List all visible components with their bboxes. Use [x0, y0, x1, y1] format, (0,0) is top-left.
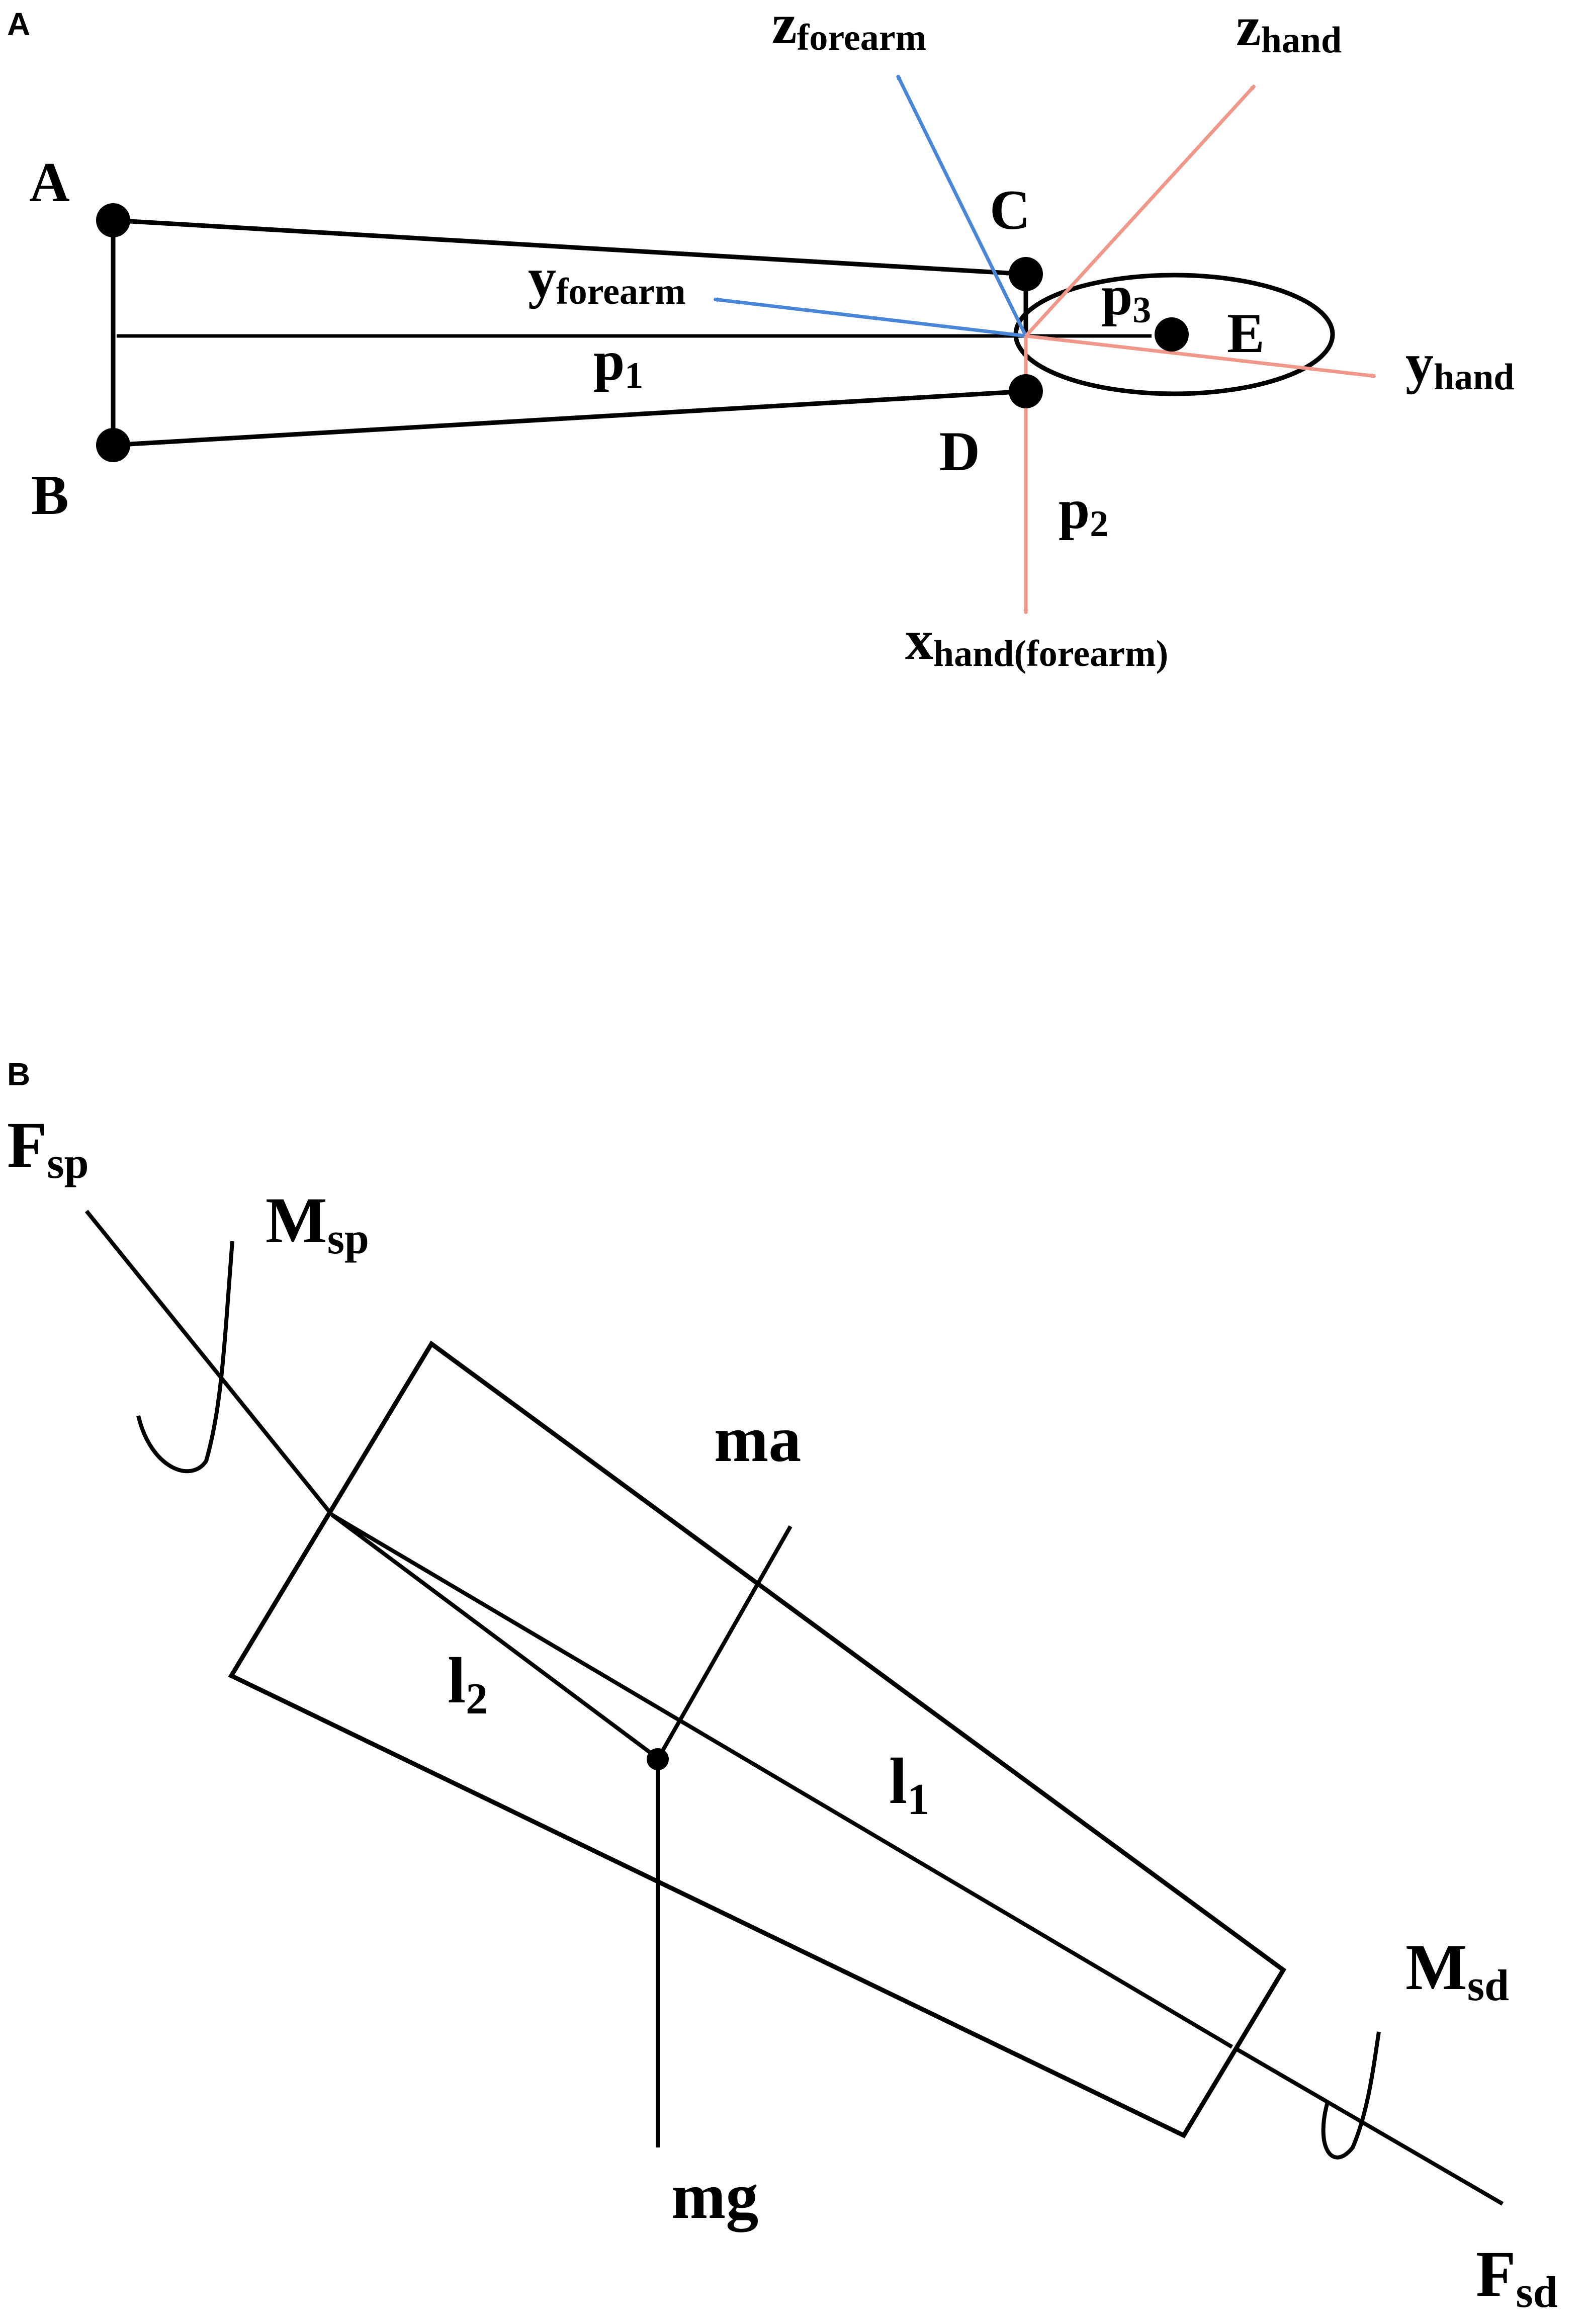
y-forearm-label: yforearm	[528, 247, 685, 312]
ma-label: ma	[714, 1403, 801, 1476]
z-hand-axis-arrow	[1024, 84, 1256, 337]
z-hand-label: zhand	[1236, 0, 1342, 61]
point-b-label: B	[31, 464, 69, 527]
forearm-outline	[111, 218, 1028, 448]
l2-label: l2	[448, 1645, 488, 1724]
fsp-force-arrow	[84, 1210, 334, 1516]
point-d-label: D	[939, 420, 980, 483]
panel-b-tag: B	[7, 1056, 30, 1092]
l2-vector-arrow	[330, 1513, 655, 1757]
mg-label: mg	[671, 2160, 758, 2232]
lower-edge-line	[113, 389, 1026, 448]
msd-label: Msd	[1405, 1931, 1509, 2010]
y-hand-label: yhand	[1405, 332, 1514, 398]
msd-moment-arrow	[1321, 2031, 1381, 2160]
point-d-dot	[1009, 374, 1043, 408]
fsd-label: Fsd	[1476, 2238, 1558, 2317]
panel-b: B Fsp Msp ma l2 l1 mg Msd Fsd	[7, 1056, 1558, 2317]
fsp-label: Fsp	[7, 1109, 89, 1188]
msp-label: Msp	[266, 1184, 369, 1263]
z-forearm-axis-arrow	[896, 75, 1028, 337]
fsd-force-arrow	[1233, 2046, 1504, 2206]
point-e-label: E	[1227, 302, 1265, 365]
point-b-dot	[96, 428, 130, 462]
y-forearm-axis-arrow	[714, 299, 1026, 338]
panel-a-tag: A	[7, 6, 30, 42]
x-hand-label: xhand(forearm)	[905, 609, 1168, 674]
ma-force-arrow	[656, 1525, 793, 1760]
segment-body-outline	[228, 1340, 1286, 2138]
point-e-dot	[1155, 317, 1189, 352]
point-a-dot	[96, 203, 130, 237]
l1-vector-arrow	[330, 1513, 1234, 2049]
point-c-label: C	[990, 179, 1030, 241]
l1-label: l1	[889, 1745, 929, 1824]
p1-label: p1	[593, 330, 643, 396]
point-c-dot	[1009, 257, 1043, 291]
p3-label: p3	[1101, 265, 1151, 331]
p2-label: p2	[1059, 478, 1108, 545]
msp-moment-arrow	[136, 1241, 234, 1474]
y-hand-axis-arrow	[1025, 334, 1375, 376]
point-a-label: A	[29, 151, 70, 214]
panel-a: A A B C D E p1	[7, 0, 1514, 674]
z-forearm-label: zforearm	[772, 0, 926, 58]
upper-edge-line	[113, 218, 1026, 277]
